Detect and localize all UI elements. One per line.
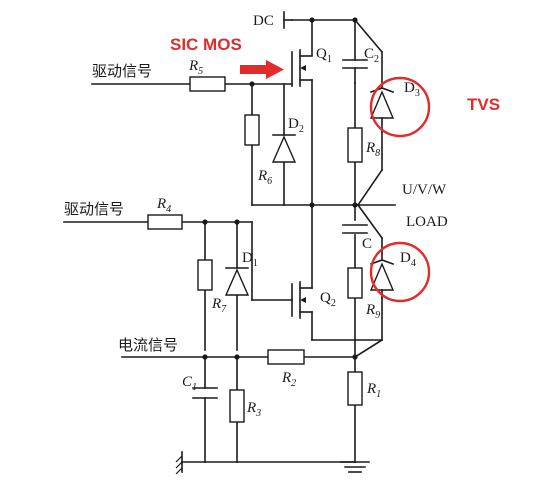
resistor-r5: R5 (188, 58, 226, 92)
svg-text:D1: D1 (242, 250, 258, 269)
svg-text:Q2: Q2 (320, 290, 336, 309)
diode-d1: D1 (224, 250, 258, 296)
resistor-r1: R1 (347, 371, 381, 406)
svg-text:R2: R2 (281, 370, 296, 389)
svg-text:C2: C2 (364, 46, 379, 65)
svg-text:R3: R3 (246, 400, 261, 419)
svg-text:C1: C1 (182, 374, 197, 393)
svg-text:R7: R7 (211, 296, 227, 315)
capacitor-c2: C2 (342, 46, 379, 84)
capacitor-c1: C1 (182, 374, 218, 399)
dc-terminal: DC (253, 11, 293, 29)
resistor-r4: R4 (147, 196, 183, 230)
resistor-r8: R8 (347, 127, 380, 163)
resistor-r2: R2 (267, 349, 305, 389)
resistor-r7: R7 (197, 259, 227, 315)
drive-signal-label-1: 驱动信号 (92, 62, 152, 80)
junctions (202, 17, 358, 360)
output-label: U/V/W (402, 182, 447, 198)
mosfet-q1: Q1 (300, 46, 332, 71)
tvs-highlight-circle-top (369, 76, 431, 138)
tvs-highlight-circle-bottom (369, 241, 431, 303)
tvs-label: TVS (467, 95, 500, 114)
mosfet-q2: Q2 (300, 290, 336, 309)
tvs-diode-d3: D3 (369, 80, 420, 133)
current-signal-label: 电流信号 (118, 336, 178, 354)
ground-icon (175, 455, 370, 475)
svg-text:R6: R6 (257, 168, 272, 187)
sic-mos-label: SIC MOS (170, 35, 242, 54)
wires (63, 18, 396, 473)
diode-d2: D2 (271, 116, 304, 163)
svg-text:R8: R8 (365, 140, 380, 159)
arrow-icon (240, 60, 284, 79)
drive-signal-label-2: 驱动信号 (64, 200, 124, 218)
resistor-r3: R3 (229, 389, 261, 423)
svg-text:R5: R5 (188, 58, 203, 77)
dc-label: DC (253, 13, 274, 29)
svg-text:Q1: Q1 (316, 46, 332, 65)
load-label: LOAD (406, 214, 448, 230)
svg-text:D2: D2 (288, 116, 304, 135)
svg-text:R1: R1 (366, 381, 381, 400)
svg-text:C: C (362, 236, 372, 252)
svg-text:D3: D3 (404, 80, 420, 99)
resistor-r6: R6 (244, 114, 272, 187)
resistor-r9: R9 (347, 267, 380, 321)
svg-text:D4: D4 (400, 250, 416, 269)
svg-text:R9: R9 (365, 302, 380, 321)
svg-text:R4: R4 (156, 196, 171, 215)
capacitor-c3: C (342, 224, 372, 252)
